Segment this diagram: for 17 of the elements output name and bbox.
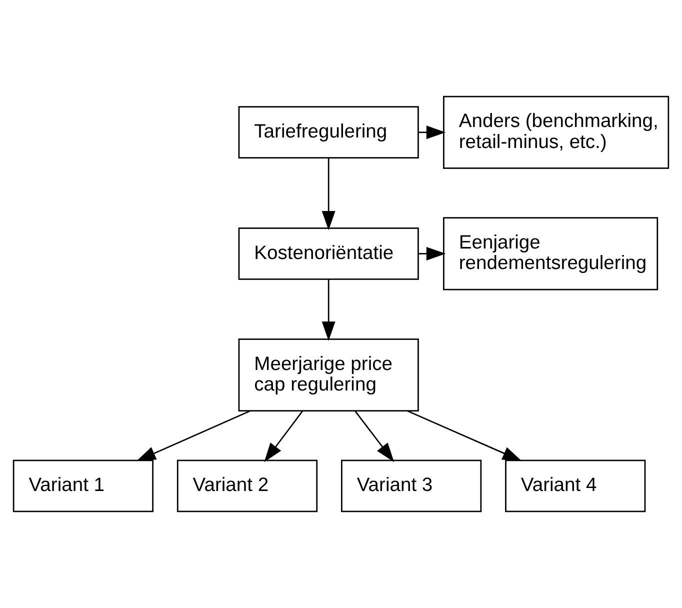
arrow <box>418 126 446 140</box>
node-box: Tariefregulering <box>238 106 419 159</box>
arrow <box>322 280 336 341</box>
node-box: Kostenoriëntatie <box>238 227 419 280</box>
node-box: Variant 3 <box>341 460 482 512</box>
node-box: Variant 1 <box>12 460 154 512</box>
arrow <box>264 410 303 462</box>
node-box: Eenjarige rendementsregulering <box>443 217 658 290</box>
arrow <box>136 410 251 462</box>
arrow <box>407 410 522 462</box>
arrow <box>322 158 336 230</box>
arrow <box>418 246 446 260</box>
node-box: Variant 2 <box>176 460 318 512</box>
node-box: Anders (benchmarking, retail-minus, etc.) <box>443 96 670 169</box>
node-box: Variant 4 <box>505 460 646 512</box>
node-box: Meerjarige price cap regulering <box>238 338 419 412</box>
arrow <box>354 410 394 462</box>
